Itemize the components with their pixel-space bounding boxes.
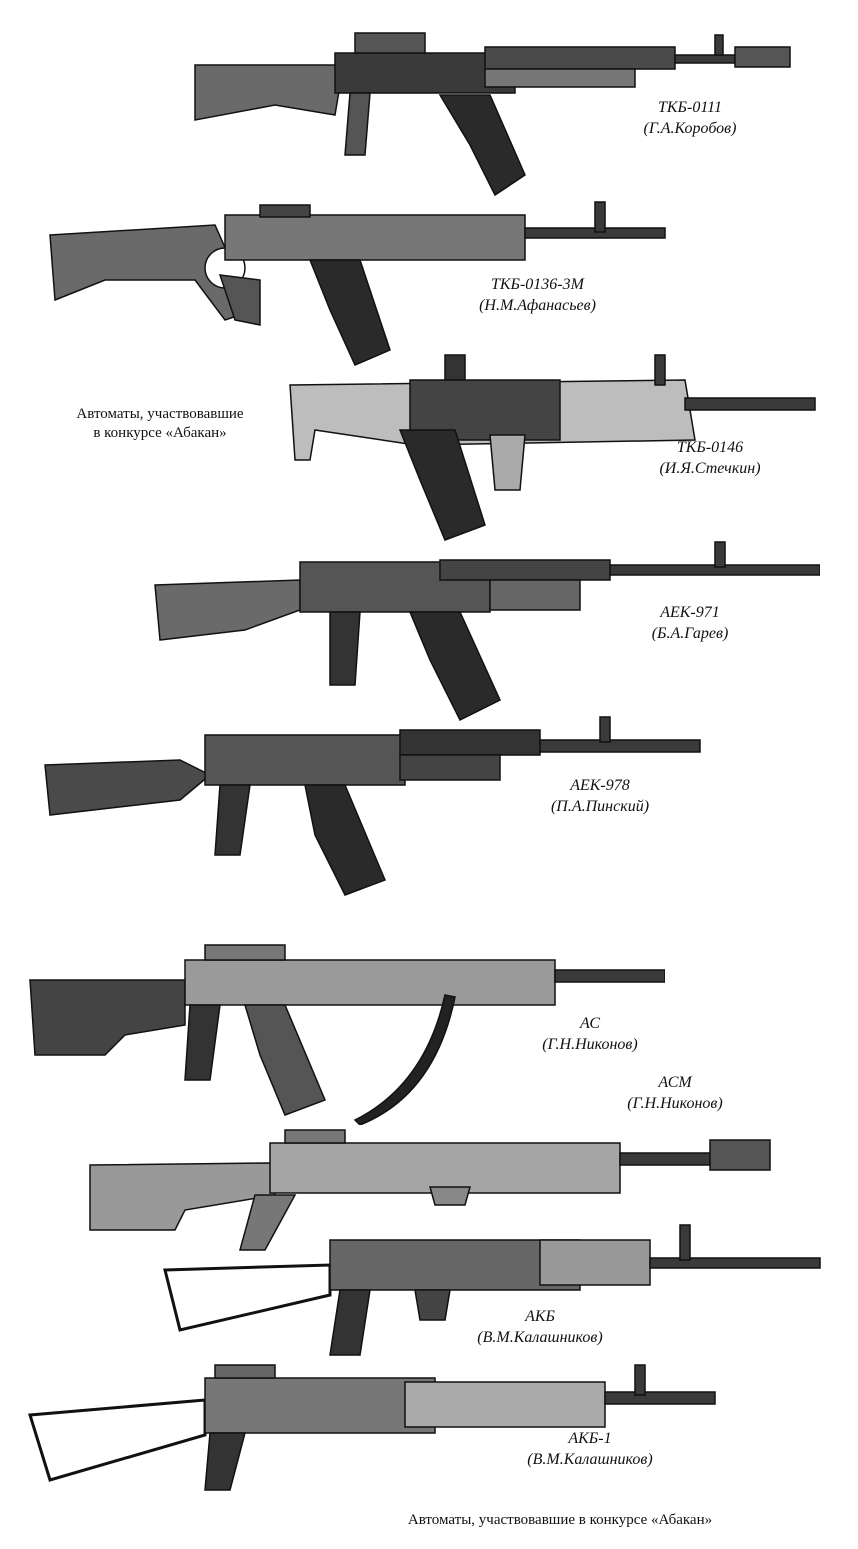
weapon-designer: (В.М.Калашников) bbox=[527, 1451, 653, 1468]
weapon-name: АЕК-971 bbox=[660, 604, 720, 621]
weapon-label-tkb-0146: ТКБ-0146 (И.Я.Стечкин) bbox=[635, 437, 785, 479]
weapon-label-akb-1: АКБ-1 (В.М.Калашников) bbox=[500, 1428, 680, 1470]
weapon-designer: (Н.М.Афанасьев) bbox=[479, 297, 596, 314]
weapon-designer: (П.А.Пинский) bbox=[550, 798, 650, 815]
bottom-caption: Автоматы, участвовавшие в конкурсе «Абак… bbox=[407, 1512, 713, 1528]
rifle-tkb-0146-image bbox=[289, 354, 816, 541]
weapon-designer: (В.М.Калашников) bbox=[477, 1329, 603, 1346]
side-caption-line2: в конкурсе «Абакан» bbox=[93, 425, 227, 441]
weapon-designer: (Г.Н.Никонов) bbox=[627, 1095, 723, 1112]
weapon-name: АЕК-978 bbox=[570, 777, 630, 794]
weapon-label-akb: АКБ (В.М.Калашников) bbox=[450, 1306, 630, 1348]
rifle-tkb-0111-image bbox=[194, 32, 791, 197]
weapon-designer: (Б.А.Гарев) bbox=[651, 625, 729, 642]
rifle-akb-1-image bbox=[28, 1364, 716, 1491]
weapon-name: ТКБ-0146 bbox=[676, 439, 744, 456]
rifle-aek-978-image bbox=[44, 716, 701, 896]
rifle-aek-971-image bbox=[154, 541, 820, 722]
rifle-tkb-0136-3m-image bbox=[49, 201, 666, 366]
weapon-name: АС bbox=[579, 1015, 601, 1032]
rifle-akb-image bbox=[163, 1224, 821, 1356]
weapon-name: ТКБ-0136-3М bbox=[491, 276, 584, 293]
weapon-label-aek-971: АЕК-971 (Б.А.Гарев) bbox=[625, 602, 755, 644]
weapon-label-tkb-0111: ТКБ-0111 (Г.А.Коробов) bbox=[615, 97, 765, 139]
weapon-name: ТКБ-0111 bbox=[658, 99, 722, 116]
weapon-name: АКБ bbox=[525, 1308, 555, 1325]
weapon-label-aek-978: АЕК-978 (П.А.Пинский) bbox=[520, 775, 680, 817]
weapon-label-tkb-0136-3m: ТКБ-0136-3М (Н.М.Афанасьев) bbox=[455, 274, 620, 316]
side-caption: Автоматы, участвовавшие в конкурсе «Абак… bbox=[40, 405, 280, 443]
weapon-designer: (Г.Н.Никонов) bbox=[542, 1036, 638, 1053]
weapon-name: АКБ-1 bbox=[568, 1430, 612, 1447]
rifle-as-image bbox=[29, 944, 665, 1125]
side-caption-line1: Автоматы, участвовавшие bbox=[76, 406, 244, 422]
rifle-asm-image bbox=[89, 1129, 771, 1251]
weapon-designer: (И.Я.Стечкин) bbox=[659, 460, 761, 477]
weapon-name: АСМ bbox=[658, 1074, 692, 1091]
weapon-label-asm: АСМ (Г.Н.Никонов) bbox=[595, 1072, 755, 1114]
weapon-designer: (Г.А.Коробов) bbox=[643, 120, 737, 137]
weapon-label-as: АС (Г.Н.Никонов) bbox=[510, 1013, 670, 1055]
